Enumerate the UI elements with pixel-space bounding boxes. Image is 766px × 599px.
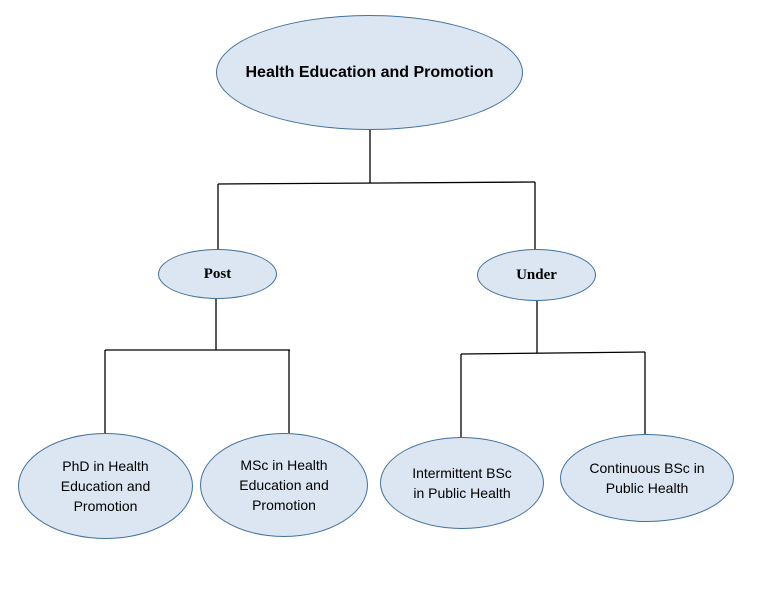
connector-root-branch bbox=[217, 181, 536, 185]
node-intermittent-bsc: Intermittent BSc in Public Health bbox=[380, 437, 544, 529]
node-under: Under bbox=[477, 249, 596, 301]
node-msc: MSc in Health Education and Promotion bbox=[200, 433, 368, 537]
node-label-under: Under bbox=[516, 267, 557, 283]
node-post: Post bbox=[158, 249, 277, 299]
node-label-msc: MSc in Health Education and Promotion bbox=[239, 457, 329, 513]
node-phd: PhD in Health Education and Promotion bbox=[18, 433, 193, 539]
node-label-post: Post bbox=[203, 266, 232, 282]
node-label-intermittent: Intermittent BSc in Public Health bbox=[412, 465, 512, 501]
node-label-phd: PhD in Health Education and Promotion bbox=[60, 458, 151, 514]
connector-under-branch bbox=[460, 351, 646, 355]
node-label-continuous: Continuous BSc in Public Health bbox=[589, 460, 705, 496]
node-health-education-and-promotion: Health Education and Promotion bbox=[216, 15, 523, 130]
node-label-root: Health Education and Promotion bbox=[245, 64, 494, 81]
node-continuous-bsc: Continuous BSc in Public Health bbox=[560, 434, 734, 522]
